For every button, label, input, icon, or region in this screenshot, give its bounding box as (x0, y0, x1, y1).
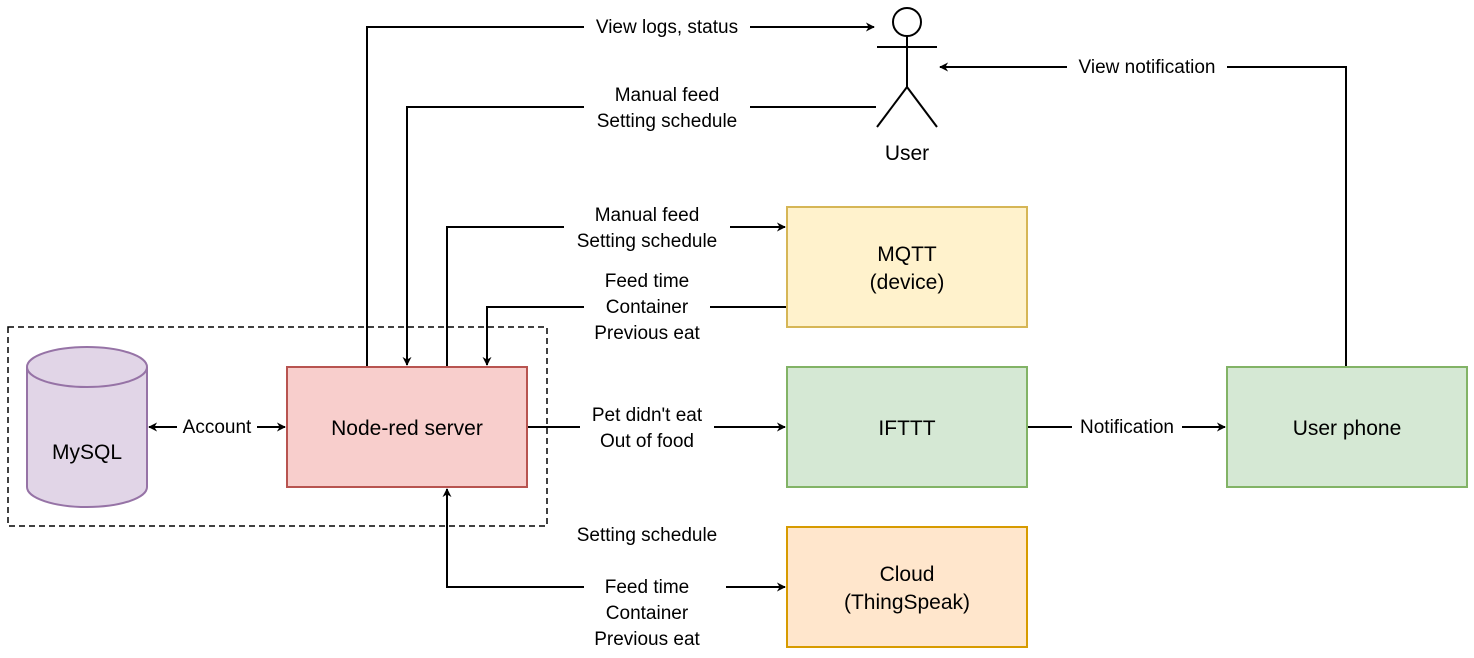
mqtt-label: MQTT (877, 243, 937, 266)
user-actor-icon (876, 7, 938, 128)
mqtt-sublabel: (device) (870, 271, 945, 294)
edge-label-cloud-container: Container (606, 603, 689, 624)
edge-label-out-of-food: Out of food (600, 431, 694, 452)
edge-label-cloud-feed-time: Feed time (605, 577, 689, 598)
edge-label-notification: Notification (1080, 417, 1174, 438)
node-red-server-box (286, 366, 528, 488)
mysql-cylinder-body (26, 367, 148, 508)
edge-label-mqtt-manual-feed: Manual feed (595, 205, 700, 226)
edge-label-cloud-previous-eat: Previous eat (594, 629, 700, 650)
cloud-sublabel: (ThingSpeak) (844, 591, 970, 614)
edge-label-mqtt-previous-eat: Previous eat (594, 323, 700, 344)
mysql-database-icon (26, 346, 148, 508)
mysql-label: MySQL (52, 441, 122, 464)
ifttt-box (786, 366, 1028, 488)
cloud-thingspeak-box (786, 526, 1028, 648)
edge-label-view-notification: View notification (1079, 57, 1216, 78)
edge-label-user-setting-schedule: Setting schedule (597, 111, 738, 132)
edge-label-view-logs: View logs, status (596, 17, 738, 38)
node-red-server-label: Node-red server (331, 417, 483, 440)
edge-label-mqtt-container: Container (606, 297, 689, 318)
user-phone-label: User phone (1293, 417, 1402, 440)
edge-label-mqtt-feed-time: Feed time (605, 271, 689, 292)
edge-label-cloud-setting-schedule: Setting schedule (577, 525, 718, 546)
cloud-label: Cloud (880, 563, 935, 586)
edge-label-mqtt-setting-schedule: Setting schedule (577, 231, 718, 252)
ifttt-label: IFTTT (878, 417, 935, 440)
user-phone-box (1226, 366, 1468, 488)
edge-label-pet-didnt-eat: Pet didn't eat (592, 405, 703, 426)
user-label: User (885, 142, 929, 165)
edge-label-user-manual-feed: Manual feed (615, 85, 720, 106)
mysql-cylinder-top (26, 346, 148, 388)
edge-label-account: Account (183, 417, 252, 438)
mqtt-device-box (786, 206, 1028, 328)
